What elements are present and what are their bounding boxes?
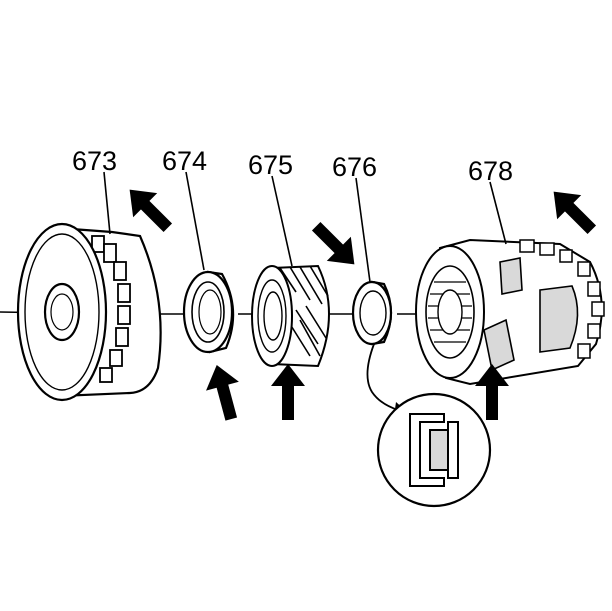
part-678-windows (483, 257, 579, 372)
leader-678 (489, 181, 507, 245)
snap-ring-cross-section-detail (376, 392, 492, 508)
arrow-673-icon (129, 189, 173, 233)
part-678-inner-spline (428, 281, 472, 343)
leader-lines (103, 171, 507, 283)
callout-676: 676 (332, 152, 377, 182)
callout-675: 675 (248, 150, 293, 180)
arrow-678-bottom-icon (475, 364, 509, 420)
arrow-678-top-icon (553, 191, 597, 235)
arrow-676-icon (311, 221, 355, 265)
leader-675 (271, 175, 293, 267)
leader-674 (185, 171, 205, 271)
callout-673: 673 (72, 146, 117, 176)
part-678-outer-teeth (519, 239, 605, 359)
callout-674: 674 (162, 146, 207, 176)
part-675-spline-ring (257, 279, 287, 353)
part-675-helical-gear (251, 264, 330, 368)
part-678-carrier (415, 238, 605, 386)
part-676-ring (351, 280, 393, 346)
arrow-675-icon (271, 364, 305, 420)
part-674-bushing (182, 270, 235, 354)
callout-678: 678 (468, 156, 513, 186)
part-673-teeth (91, 235, 131, 383)
arrow-674-icon (206, 364, 239, 421)
leader-676 (355, 177, 371, 283)
arrows (129, 189, 597, 421)
part-675-gear-teeth (279, 265, 329, 357)
part-673-housing (16, 222, 162, 402)
leader-673 (103, 171, 111, 235)
